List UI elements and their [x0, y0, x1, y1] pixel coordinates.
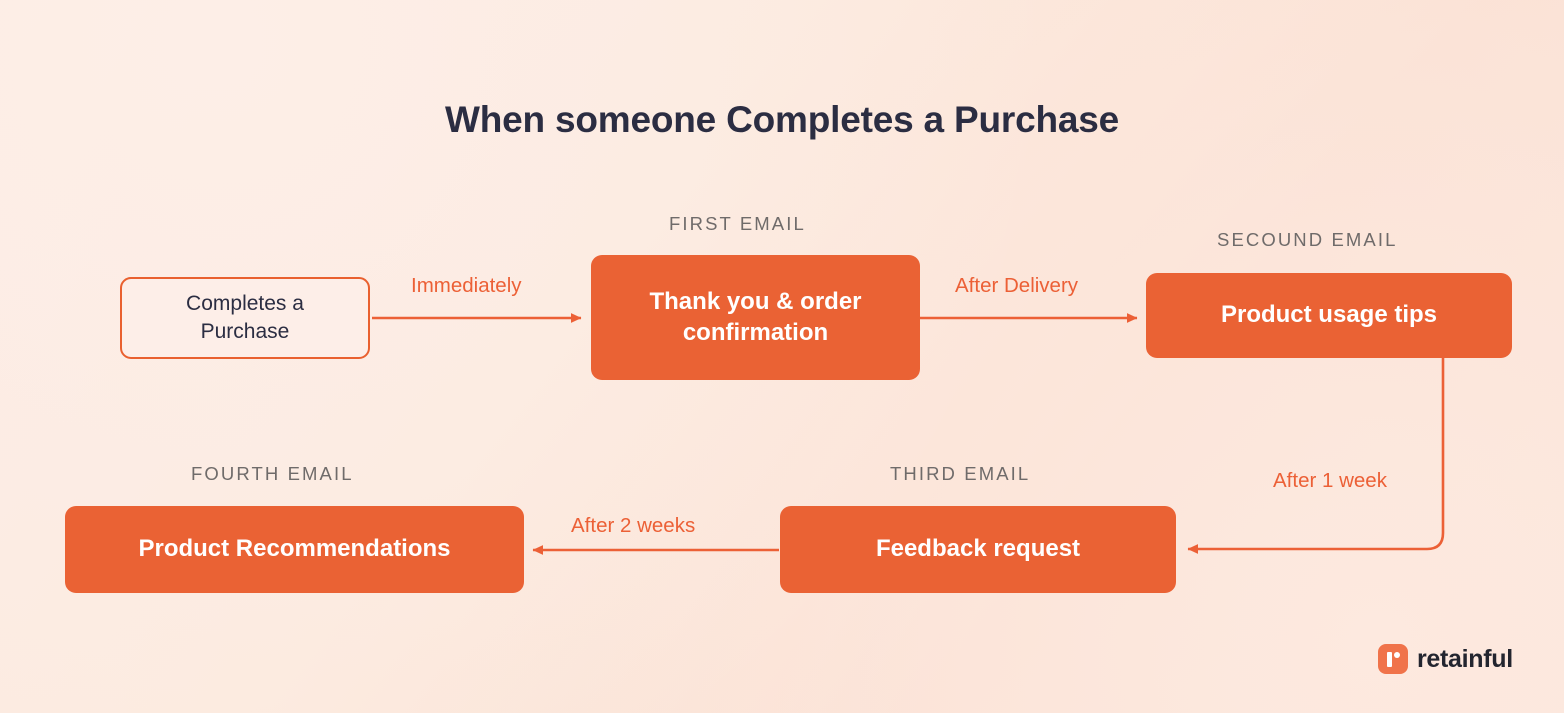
trigger-node-label-line2: Purchase: [200, 320, 290, 343]
stage-label-third-email: THIRD EMAIL: [890, 463, 1031, 484]
email-node-first-label: Thank you & order confirmation: [649, 287, 861, 348]
email-node-second-label: Product usage tips: [1220, 301, 1438, 329]
email-node-third-label: Feedback request: [875, 535, 1081, 563]
edge-label-after-2-weeks: After 2 weeks: [571, 514, 696, 537]
email-node-fourth[interactable]: Product Recommendations: [65, 506, 524, 593]
retainful-logo-mark-icon: [1378, 644, 1408, 674]
stage-label-first-email: FIRST EMAIL: [669, 213, 806, 234]
brand-name: retainful: [1417, 644, 1513, 673]
trigger-node-label-line1: Completes a: [186, 291, 304, 315]
edge-label-after-1-week: After 1 week: [1273, 469, 1387, 492]
email-node-first-label-line2: confirmation: [682, 318, 829, 346]
email-node-second[interactable]: Product usage tips: [1146, 273, 1512, 358]
brand-logo: retainful: [1378, 644, 1513, 674]
email-node-fourth-label: Product Recommendations: [138, 535, 451, 563]
logo-mark-stem: [1387, 652, 1392, 667]
email-node-third[interactable]: Feedback request: [780, 506, 1176, 593]
stage-label-fourth-email: FOURTH EMAIL: [191, 463, 354, 484]
trigger-node-completes-a-purchase[interactable]: Completes a Purchase: [120, 277, 370, 359]
edge-label-after-delivery: After Delivery: [955, 274, 1079, 297]
page-title: When someone Completes a Purchase: [445, 99, 1119, 140]
logo-mark-dot: [1394, 652, 1400, 658]
stage-label-second-email: SECOUND EMAIL: [1217, 229, 1398, 250]
trigger-node-label: Completes a Purchase: [186, 290, 304, 347]
email-node-first-label-line1: Thank you & order: [649, 287, 862, 315]
email-node-first[interactable]: Thank you & order confirmation: [591, 255, 920, 380]
edge-second-to-third-email: [1187, 358, 1445, 554]
edge-label-immediately: Immediately: [411, 274, 522, 297]
